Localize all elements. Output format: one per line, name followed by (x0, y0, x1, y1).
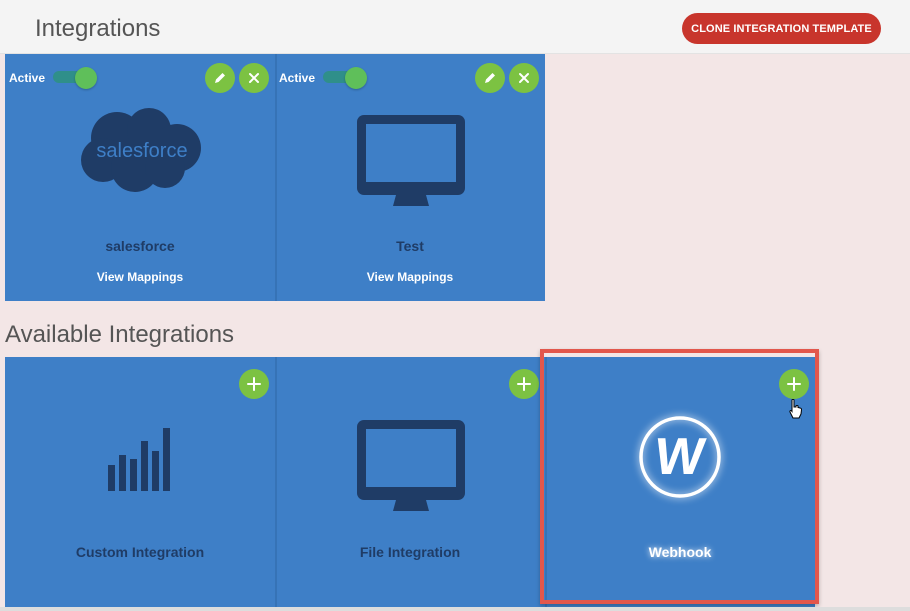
integration-name: salesforce (105, 238, 175, 254)
active-status-label: Active (279, 71, 316, 85)
available-card-custom[interactable]: Custom Integration (5, 357, 275, 607)
add-integration-button[interactable] (509, 369, 539, 399)
integration-card-salesforce[interactable]: Active salesforce salesforce (5, 54, 275, 301)
card-divider (545, 357, 547, 607)
close-icon (249, 73, 259, 83)
available-integrations-title: Available Integrations (5, 321, 235, 348)
monitor-icon (357, 420, 465, 511)
monitor-icon (357, 115, 465, 206)
add-integration-button[interactable] (239, 369, 269, 399)
plus-icon (247, 377, 261, 391)
view-mappings-link[interactable]: View Mappings (96, 270, 184, 284)
pencil-icon (215, 73, 225, 83)
edit-button[interactable] (205, 63, 235, 93)
salesforce-logo-text: salesforce (96, 140, 187, 162)
clone-integration-template-button[interactable]: CLONE INTEGRATION TEMPLATE (682, 13, 881, 44)
webhook-logo-letter: W (651, 428, 709, 486)
webhook-w-icon: W (639, 416, 721, 498)
integration-name: Test (396, 238, 424, 254)
active-toggle[interactable] (53, 66, 97, 89)
card-divider (275, 357, 277, 607)
plus-icon (787, 377, 801, 391)
bottom-divider (0, 607, 910, 611)
page-header: Integrations CLONE INTEGRATION TEMPLATE (0, 0, 910, 54)
integration-name: File Integration (359, 544, 461, 560)
active-toggle[interactable] (323, 66, 367, 89)
pencil-icon (485, 73, 495, 83)
available-card-webhook[interactable]: W Webhook (545, 357, 815, 607)
available-card-file[interactable]: File Integration (275, 357, 545, 607)
card-divider (275, 54, 277, 301)
salesforce-cloud-icon: salesforce (81, 108, 201, 192)
bar-chart-icon (108, 428, 170, 491)
page-title: Integrations (35, 15, 161, 42)
mouse-pointer-icon (789, 399, 803, 419)
add-integration-button[interactable] (779, 369, 809, 399)
edit-button[interactable] (475, 63, 505, 93)
remove-button[interactable] (239, 63, 269, 93)
close-icon (519, 73, 529, 83)
integration-name: Webhook (648, 544, 712, 560)
active-status-label: Active (9, 71, 46, 85)
webhook-highlight-frame (540, 349, 819, 604)
integration-card-test[interactable]: Active Test View Mappings (275, 54, 545, 301)
plus-icon (517, 377, 531, 391)
integration-name: Custom Integration (75, 544, 205, 560)
active-integrations-panel: Active salesforce salesforce (5, 54, 545, 301)
view-mappings-link[interactable]: View Mappings (366, 270, 454, 284)
remove-button[interactable] (509, 63, 539, 93)
available-integrations-panel: Custom Integration File Integration W (5, 357, 815, 607)
